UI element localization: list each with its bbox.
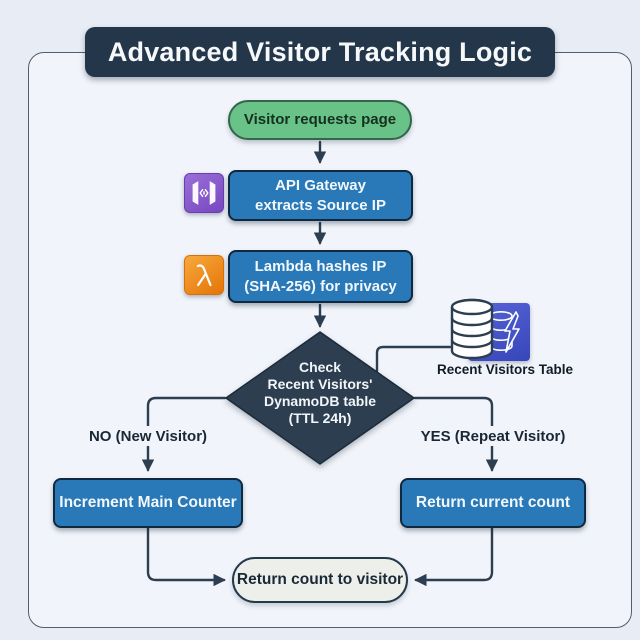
- start-node: Visitor requests page: [228, 100, 412, 140]
- lambda-icon: [184, 255, 224, 295]
- dynamodb-table-label: Recent Visitors Table: [425, 362, 585, 377]
- dynamodb-table-icon: [468, 303, 530, 361]
- increment-counter-label: Increment Main Counter: [59, 493, 237, 511]
- decision-line2: Recent Visitors': [267, 376, 373, 392]
- dynamodb-table-label-text: Recent Visitors Table: [436, 362, 574, 377]
- page-title: Advanced Visitor Tracking Logic: [85, 27, 555, 77]
- return-count-node: Return current count: [400, 478, 586, 528]
- branch-yes-label: YES (Repeat Visitor): [415, 426, 571, 446]
- return-count-label: Return current count: [415, 493, 571, 511]
- lambda-line2: (SHA-256) for privacy: [244, 277, 397, 295]
- end-node: Return count to visitor: [232, 557, 408, 603]
- api-gateway-line1: API Gateway: [275, 177, 366, 194]
- decision-line4: (TTL 24h): [288, 410, 352, 426]
- start-node-label: Visitor requests page: [243, 111, 397, 129]
- end-node-label: Return count to visitor: [236, 570, 404, 588]
- api-gateway-line2: extracts Source IP: [255, 196, 386, 214]
- api-gateway-icon: [184, 173, 224, 213]
- page-title-text: Advanced Visitor Tracking Logic: [107, 36, 533, 67]
- branch-yes-text: YES (Repeat Visitor): [420, 427, 566, 445]
- lambda-line1: Lambda hashes IP: [254, 258, 387, 275]
- api-gateway-node: API Gateway extracts Source IP: [228, 170, 413, 221]
- decision-line3: DynamoDB table: [263, 393, 377, 409]
- decision-line1: Check: [298, 359, 342, 375]
- branch-no-text: NO (New Visitor): [88, 427, 208, 445]
- branch-no-label: NO (New Visitor): [70, 426, 226, 446]
- decision-text: Check Recent Visitors' DynamoDB table (T…: [227, 359, 413, 427]
- increment-counter-node: Increment Main Counter: [53, 478, 243, 528]
- lambda-node: Lambda hashes IP (SHA-256) for privacy: [228, 250, 413, 303]
